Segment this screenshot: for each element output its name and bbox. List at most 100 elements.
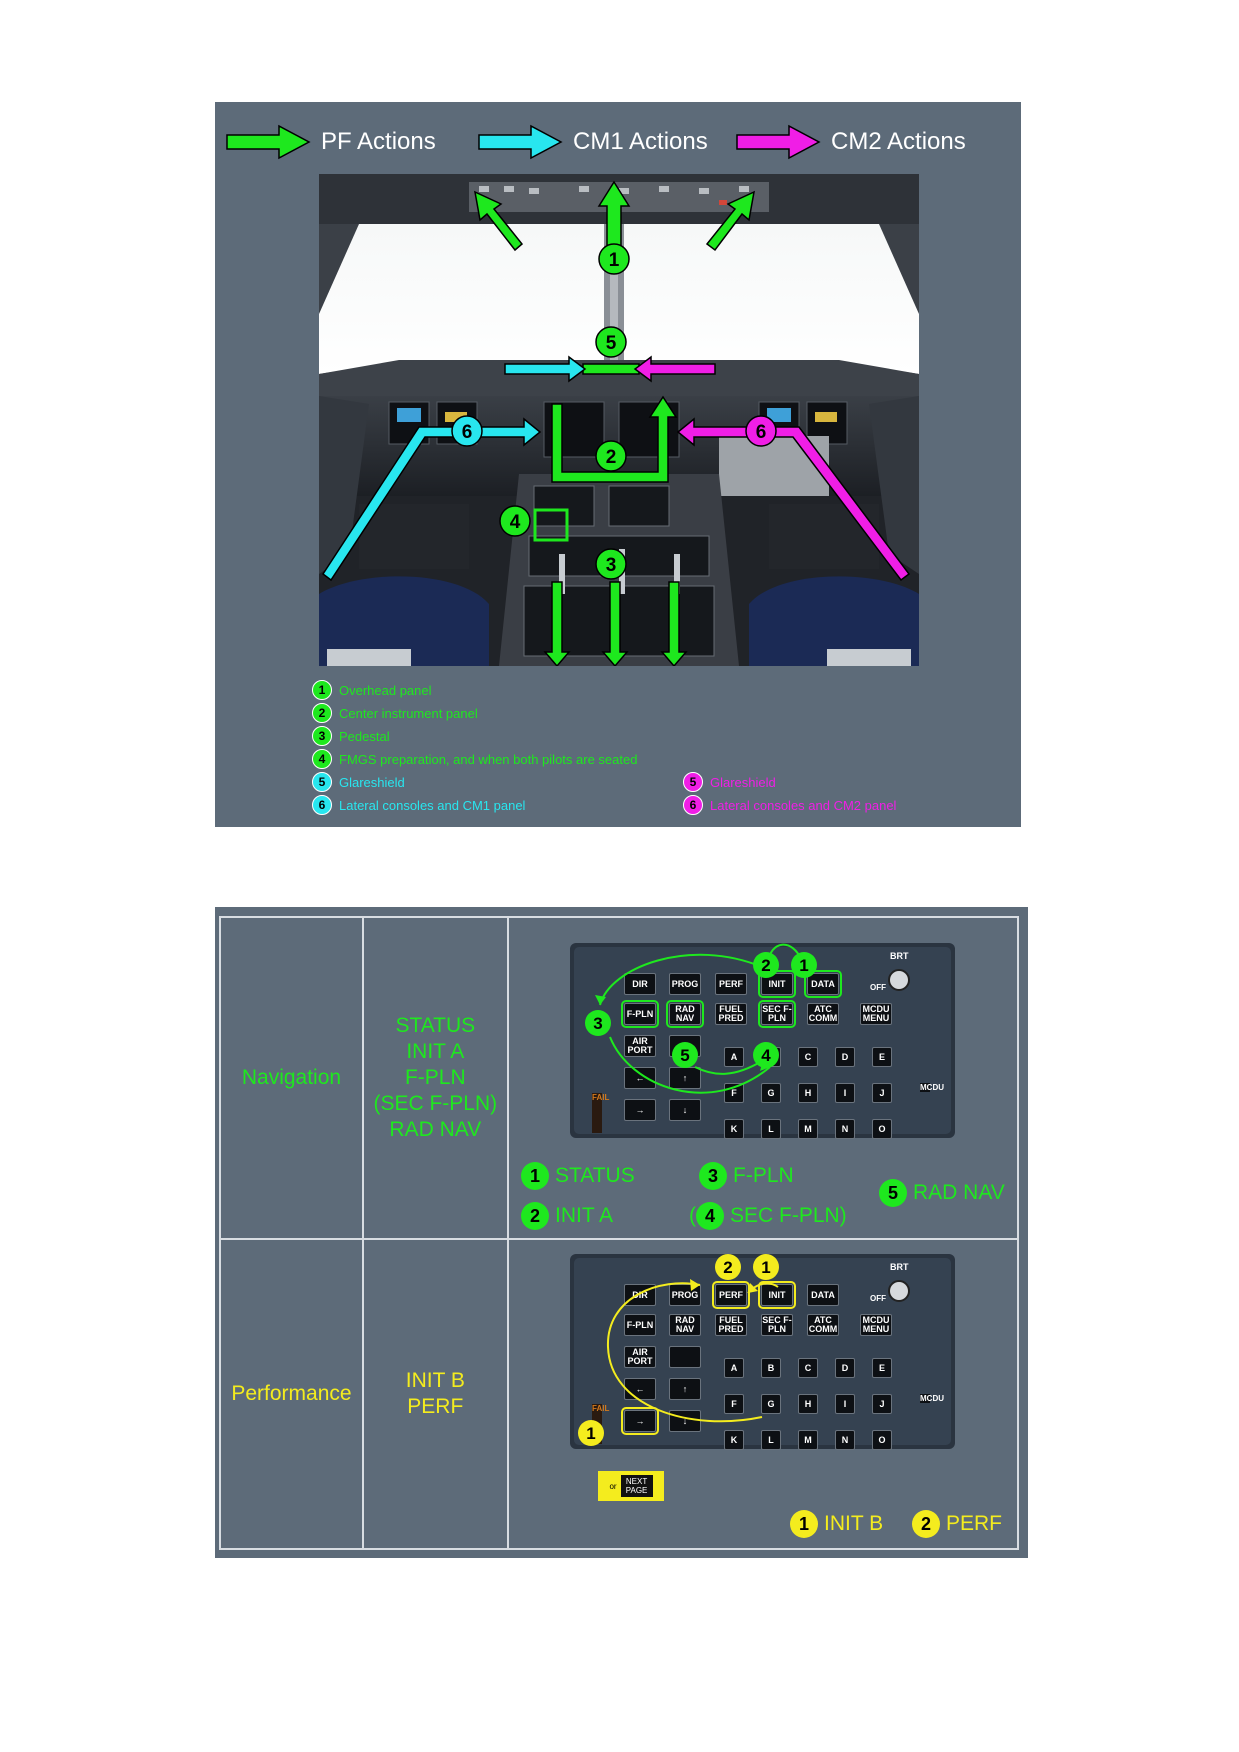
key-airport[interactable]: AIR PORT [624,1035,656,1057]
key-letter-c[interactable]: C [798,1047,818,1067]
key-letter-g[interactable]: G [761,1083,781,1103]
brightness-knob[interactable] [888,1280,910,1302]
key-airport[interactable]: AIR PORT [624,1346,656,1368]
step-marker-4: 4 [753,1042,779,1068]
step-label-1: 1 STATUS [521,1162,635,1190]
performance-sequence-arrows: 1 2 1 [578,1254,779,1446]
key-letter-f[interactable]: F [724,1394,744,1414]
key-blank[interactable] [669,1346,701,1368]
caption-6-cm2: 6 Lateral consoles and CM2 panel [683,795,896,815]
key-prog[interactable]: PROG [669,973,701,995]
key-slew-up[interactable]: ↑ [669,1378,701,1400]
key-letter-g[interactable]: G [761,1394,781,1414]
marker-6-cm2: 6 [745,415,777,447]
svg-text:2: 2 [723,1258,732,1277]
step-label-3: 3 F-PLN [699,1162,794,1190]
key-letter-o[interactable]: O [872,1430,892,1450]
svg-text:1: 1 [609,250,620,271]
legend-cm1: CM1 Actions [477,122,708,162]
svg-text:6: 6 [462,422,473,443]
key-letter-j[interactable]: J [872,1394,892,1414]
key-letter-h[interactable]: H [798,1083,818,1103]
fail-light: FAIL [592,1093,609,1133]
key-letter-a[interactable]: A [724,1047,744,1067]
key-letter-k[interactable]: K [724,1119,744,1139]
key-letter-i[interactable]: I [835,1083,855,1103]
svg-text:2: 2 [761,956,770,975]
key-letter-e[interactable]: E [872,1047,892,1067]
marker-2: 2 [595,440,627,472]
key-next-page[interactable]: → [621,1407,659,1435]
key-letter-o[interactable]: O [872,1119,892,1139]
key-data[interactable]: DATA [804,970,842,998]
key-init[interactable]: INIT [758,970,796,998]
cyan-arrow-icon [478,124,563,160]
key-mcdu-menu[interactable]: MCDU MENU [860,1003,892,1025]
key-letter-d[interactable]: D [835,1358,855,1378]
key-perf[interactable]: PERF [712,1281,750,1309]
key-letter-d[interactable]: D [835,1047,855,1067]
key-slew-left[interactable]: ← [624,1067,656,1089]
key-perf[interactable]: PERF [715,973,747,995]
svg-text:3: 3 [593,1014,602,1033]
svg-text:2: 2 [606,447,617,468]
key-letter-i[interactable]: I [835,1394,855,1414]
key-atc-comm[interactable]: ATC COMM [807,1314,839,1336]
key-sec-f-pln[interactable]: SEC F-PLN [758,1000,796,1028]
key-letter-m[interactable]: M [798,1430,818,1450]
step-marker-1-alt: 1 [578,1420,604,1446]
svg-text:1: 1 [761,1258,770,1277]
svg-text:4: 4 [761,1046,771,1065]
key-letter-n[interactable]: N [835,1119,855,1139]
key-f-pln[interactable]: F-PLN [621,1000,659,1028]
key-rad-nav[interactable]: RAD NAV [666,1000,704,1028]
key-init[interactable]: INIT [758,1281,796,1309]
marker-4: 4 [499,505,531,537]
key-letter-c[interactable]: C [798,1358,818,1378]
key-mcdu-menu[interactable]: MCDU MENU [860,1314,892,1336]
key-rad-nav[interactable]: RAD NAV [669,1314,701,1336]
key-letter-a[interactable]: A [724,1358,744,1378]
key-sec-f-pln[interactable]: SEC F-PLN [761,1314,793,1336]
step-label-perf: 2 PERF [912,1510,1002,1538]
marker-6-cm1: 6 [451,415,483,447]
off-label: OFF [870,983,886,992]
phase-cell: Performance [219,1238,364,1550]
caption-2: 2 Center instrument panel [312,703,478,723]
svg-text:1: 1 [586,1424,595,1443]
step-marker-3: 3 [585,1010,611,1036]
key-slew-down[interactable]: ↓ [669,1099,701,1121]
cockpit-figure: PF Actions CM1 Actions CM2 Actions [215,102,1021,827]
key-data[interactable]: DATA [807,1284,839,1306]
key-letter-b[interactable]: B [761,1358,781,1378]
svg-text:3: 3 [606,555,617,576]
caption-3: 3 Pedestal [312,726,390,746]
key-f-pln[interactable]: F-PLN [624,1314,656,1336]
key-fuel-pred[interactable]: FUEL PRED [715,1003,747,1025]
key-letter-e[interactable]: E [872,1358,892,1378]
key-letter-l[interactable]: L [761,1119,781,1139]
caption-5-cm2: 5 Glareshield [683,772,776,792]
brightness-knob[interactable] [888,969,910,991]
key-fuel-pred[interactable]: FUEL PRED [715,1314,747,1336]
svg-text:5: 5 [680,1046,689,1065]
key-letter-n[interactable]: N [835,1430,855,1450]
next-page-key: NEXT PAGE [620,1475,653,1497]
key-next-page[interactable]: → [624,1099,656,1121]
next-page-note: or NEXT PAGE [598,1471,664,1501]
key-letter-l[interactable]: L [761,1430,781,1450]
key-letter-h[interactable]: H [798,1394,818,1414]
key-dir[interactable]: DIR [624,973,656,995]
caption-6-cm1: 6 Lateral consoles and CM1 panel [312,795,525,815]
legend-pf: PF Actions [225,122,436,162]
key-letter-j[interactable]: J [872,1083,892,1103]
mcdu-pages-figure: Navigation STATUS INIT A F-PLN (SEC F-PL… [215,907,1028,1558]
key-atc-comm[interactable]: ATC COMM [807,1003,839,1025]
step-label-4: ( 4 SEC F-PLN) [689,1202,847,1230]
green-arrow-icon [226,124,311,160]
key-letter-k[interactable]: K [724,1430,744,1450]
key-letter-m[interactable]: M [798,1119,818,1139]
pages-cell: STATUS INIT A F-PLN (SEC F-PLN) RAD NAV [361,916,509,1240]
marker-3: 3 [595,548,627,580]
